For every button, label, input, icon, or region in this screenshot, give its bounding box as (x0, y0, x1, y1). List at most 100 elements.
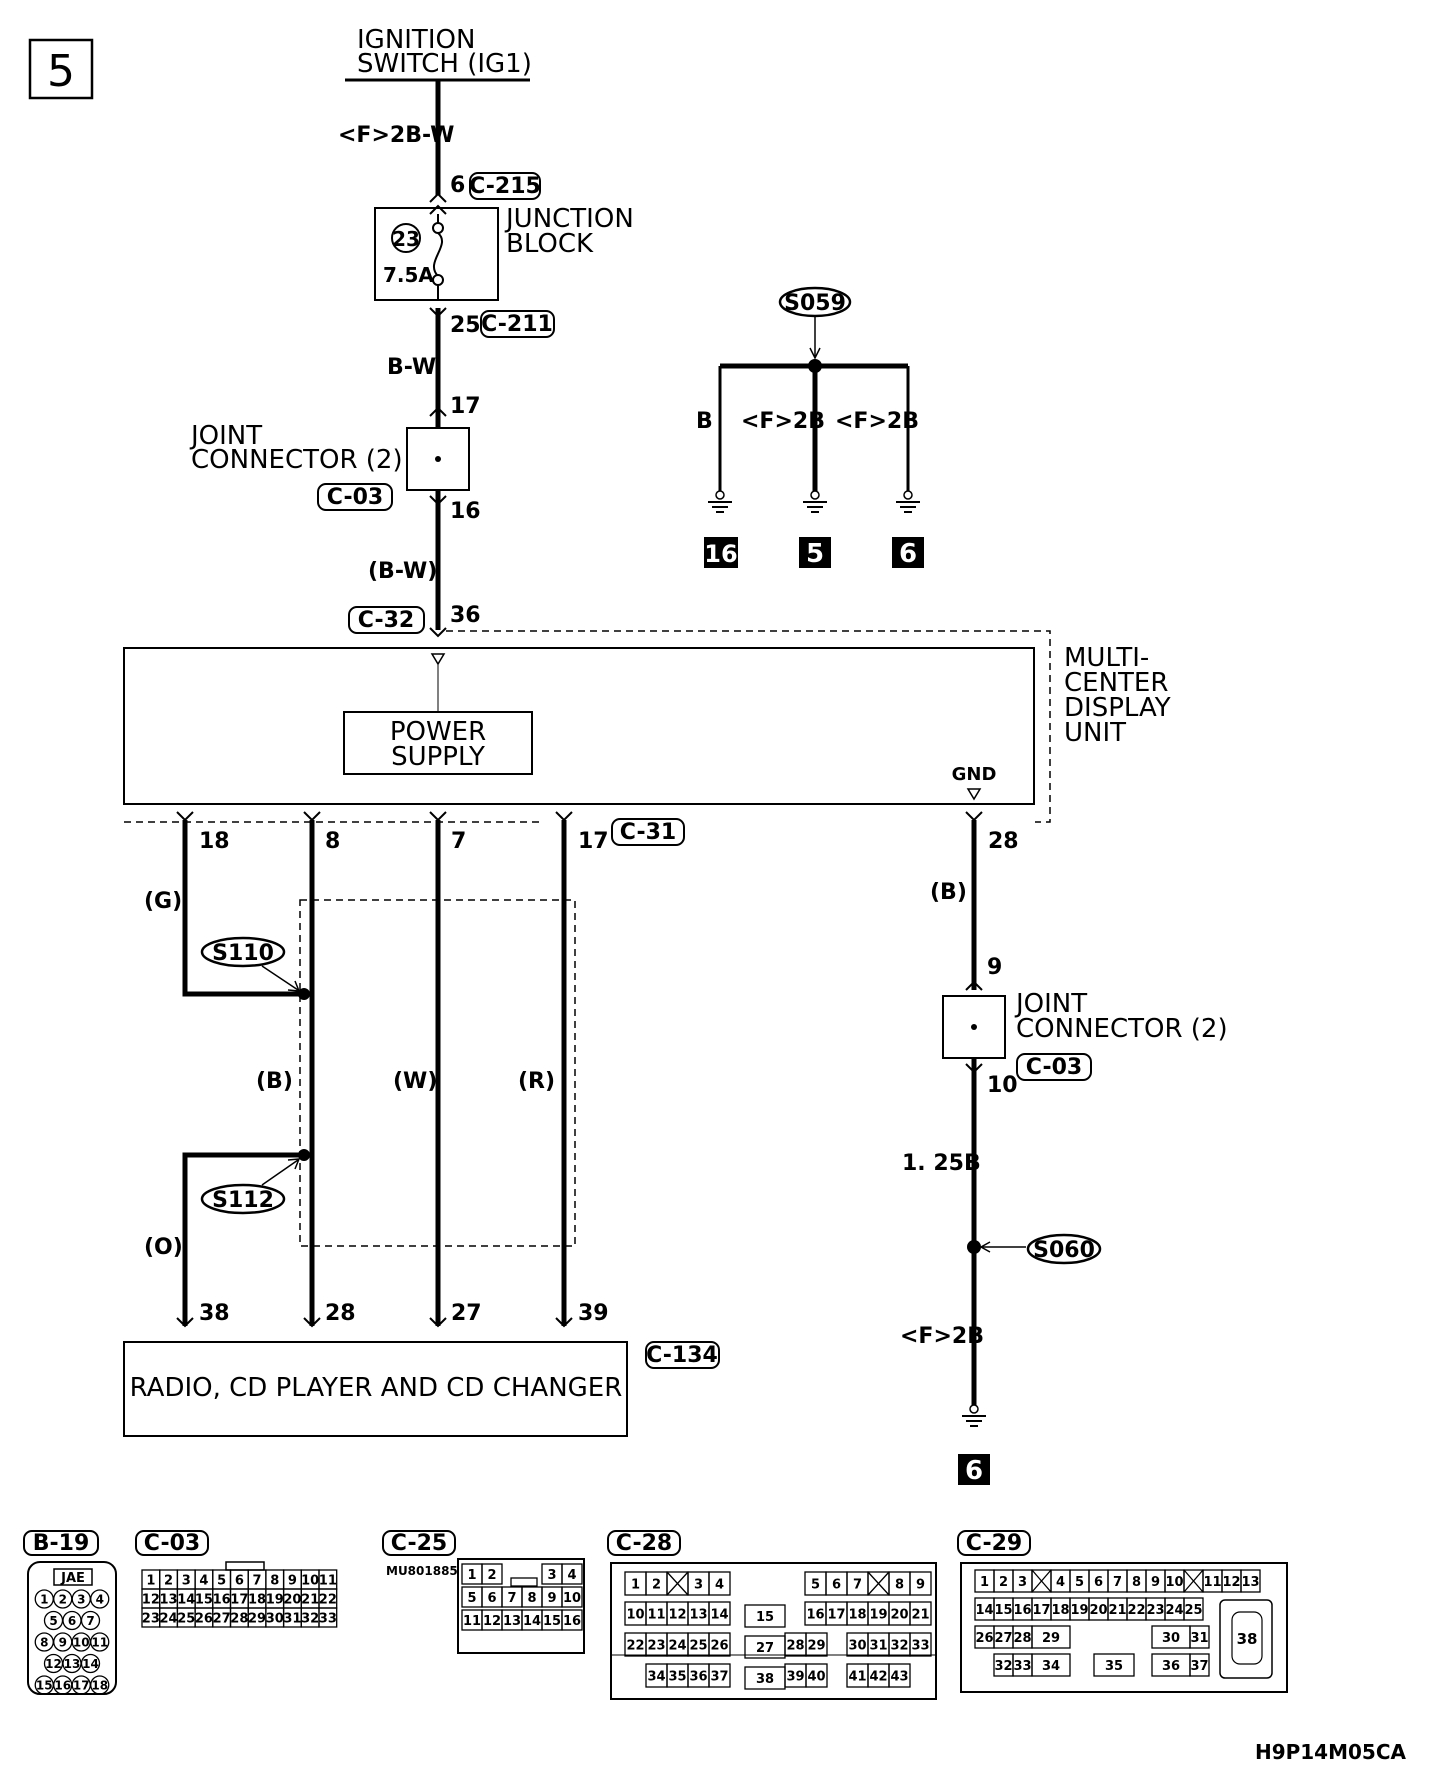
c28-pin: 1 (631, 1578, 640, 1593)
mcdu-label-4: UNIT (1064, 718, 1126, 748)
connector-tag (611, 818, 685, 846)
right-jc-label-1: JOINT (1014, 989, 1087, 1019)
c28-pin: 21 (911, 1608, 929, 1623)
ground-symbol-icon (708, 490, 732, 513)
jb-label-2: BLOCK (506, 229, 594, 259)
connector-tag (348, 606, 425, 634)
wire-bw-paren: (B-W) (368, 559, 437, 584)
b19-pin: 11 (91, 1636, 108, 1650)
c29-pin: 6 (1094, 1575, 1103, 1590)
c25-pin: 13 (503, 1614, 521, 1629)
c03-pin: 17 (230, 1593, 248, 1608)
wire-g (182, 820, 304, 997)
chevron-icon (303, 811, 321, 822)
c25-pin: 10 (563, 1591, 581, 1606)
c28-pin: 14 (710, 1608, 728, 1623)
c28-pin: 30 (848, 1639, 866, 1654)
chevron-icon (555, 1317, 573, 1328)
c29-pin: 35 (1105, 1659, 1123, 1674)
chevron-icon (429, 811, 447, 822)
pin-jc-out: 16 (450, 499, 481, 524)
power-supply-box (343, 711, 533, 775)
arrow-icon (287, 980, 301, 992)
right-jc-label-2: CONNECTOR (2) (1016, 1014, 1228, 1044)
fuse-number: 23 (392, 227, 420, 251)
splice-tag (200, 1183, 286, 1215)
c03-pin: 4 (199, 1574, 208, 1589)
c28-pin: 41 (848, 1670, 866, 1685)
c25-pin: 3 (547, 1568, 556, 1583)
b19-pin: 8 (40, 1636, 48, 1650)
c03-pin: 32 (301, 1612, 319, 1627)
c03-pin: 21 (301, 1593, 319, 1608)
c03-pin: 3 (182, 1574, 191, 1589)
b19-pin: 6 (68, 1614, 76, 1628)
right-pin-jc-in: 9 (987, 955, 1002, 980)
radio-label: RADIO, CD PLAYER AND CD CHANGER (130, 1373, 623, 1403)
ground-point-badge (799, 537, 831, 568)
c28-pin: 42 (869, 1670, 887, 1685)
b19-pin: 5 (49, 1614, 57, 1628)
c28-pin: 39 (786, 1670, 804, 1685)
c29-pin: 16 (1013, 1603, 1031, 1618)
c29-pin: 13 (1241, 1575, 1259, 1590)
c29-pin: 37 (1190, 1659, 1208, 1674)
ground-a: 16 (704, 540, 737, 568)
c29-housing (960, 1562, 1288, 1693)
ground-point-badge (892, 537, 924, 568)
b19-pin: 1 (40, 1593, 48, 1607)
right-wire-125b-label: 1. 25B (902, 1151, 981, 1176)
c28-pin: 43 (890, 1670, 908, 1685)
radio-pin-28: 28 (325, 1301, 356, 1326)
c29-pin: 9 (1151, 1575, 1160, 1590)
conn-mcdu-out: C-31 (620, 820, 676, 845)
connector-tag (317, 483, 393, 511)
c28-pin: 38 (756, 1672, 774, 1687)
connector-tag (469, 172, 541, 200)
c03-pin: 18 (248, 1593, 266, 1608)
c03-pin: 15 (195, 1593, 213, 1608)
mcdu-pin-7: 7 (451, 829, 466, 854)
c28-pin: 10 (626, 1608, 644, 1623)
c25-part-no: MU801885 (386, 1564, 458, 1578)
c29-pin: 33 (1013, 1659, 1031, 1674)
b19-pin: 14 (82, 1657, 99, 1671)
chevron-icon (965, 980, 983, 991)
c03-pin: 2 (164, 1574, 173, 1589)
radio-pin-38: 38 (199, 1301, 230, 1326)
connector-tag (607, 1530, 681, 1556)
c03-pin: 5 (217, 1574, 226, 1589)
conn-jc: C-03 (327, 485, 383, 510)
wire-g-label: (G) (144, 889, 182, 914)
pin-jb-in: 6 (450, 173, 465, 198)
wire-w-label: (W) (393, 1069, 437, 1094)
jc-label-1: JOINT (189, 421, 262, 451)
connector-tag (1016, 1053, 1092, 1081)
splice-dot (298, 988, 310, 1000)
radio-pin-39: 39 (578, 1301, 609, 1326)
chevron-icon (429, 627, 447, 638)
c29-pin: 7 (1113, 1575, 1122, 1590)
c29-pin: 4 (1056, 1575, 1065, 1590)
c03-name: C-03 (144, 1531, 200, 1556)
c29-pin: 28 (1013, 1631, 1031, 1646)
splice-dot (298, 1149, 310, 1161)
c03-pin: 8 (270, 1574, 279, 1589)
c28-pin: 18 (848, 1608, 866, 1623)
right-pin-jc-out: 10 (987, 1073, 1018, 1098)
power-supply-1: POWER (390, 717, 486, 747)
c25-pin: 1 (467, 1568, 476, 1583)
c25-pin: 5 (467, 1591, 476, 1606)
c03-pin: 24 (160, 1612, 178, 1627)
fuse-number-circle (391, 223, 421, 253)
right-ground: 6 (965, 1456, 983, 1486)
mcdu-pin-8: 8 (325, 829, 340, 854)
c03-pin: 14 (177, 1593, 195, 1608)
c28-pin: 17 (827, 1608, 845, 1623)
b19-pin: 16 (54, 1679, 71, 1693)
b19-pin: 7 (86, 1614, 94, 1628)
c29-pin: 23 (1146, 1603, 1164, 1618)
gnd-label: GND (952, 764, 997, 785)
